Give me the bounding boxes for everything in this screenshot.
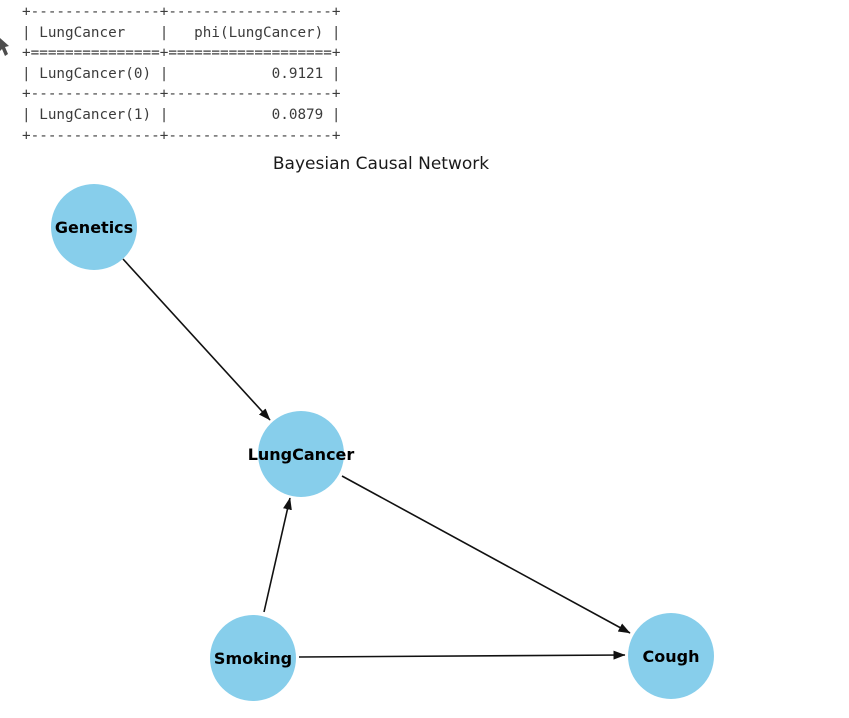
mouse-cursor-icon bbox=[0, 38, 9, 56]
node-smoking: Smoking bbox=[210, 615, 296, 701]
factor-table-header: | LungCancer | phi(LungCancer) | bbox=[22, 24, 341, 41]
node-genetics-label: Genetics bbox=[54, 217, 134, 237]
edge-smoking-to-lungcancer bbox=[263, 497, 292, 613]
figure-title: Bayesian Causal Network bbox=[272, 154, 490, 174]
factor-table-border: +---------------+-------------------+ bbox=[22, 86, 341, 103]
node-cough: Cough bbox=[628, 613, 714, 699]
factor-table-row-0: | LungCancer(0) | 0.9121 | bbox=[22, 65, 341, 82]
node-lungcancer-label: LungCancer bbox=[247, 444, 355, 464]
factor-table-border: +---------------+-------------------+ bbox=[22, 4, 341, 20]
node-smoking-label: Smoking bbox=[213, 648, 293, 668]
edge-genetics-to-lungcancer bbox=[122, 258, 271, 421]
factor-table-border: +---------------+-------------------+ bbox=[22, 127, 341, 144]
node-genetics: Genetics bbox=[51, 184, 137, 270]
factor-table-row-1: | LungCancer(1) | 0.0879 | bbox=[22, 106, 341, 123]
factor-table: +---------------+-------------------+ | … bbox=[22, 2, 340, 146]
factor-table-separator: +===============+===================+ bbox=[22, 45, 341, 62]
edge-lungcancer-to-cough bbox=[341, 475, 631, 634]
node-cough-label: Cough bbox=[642, 646, 700, 666]
node-lungcancer: LungCancer bbox=[248, 411, 354, 497]
edge-smoking-to-cough bbox=[298, 650, 626, 660]
